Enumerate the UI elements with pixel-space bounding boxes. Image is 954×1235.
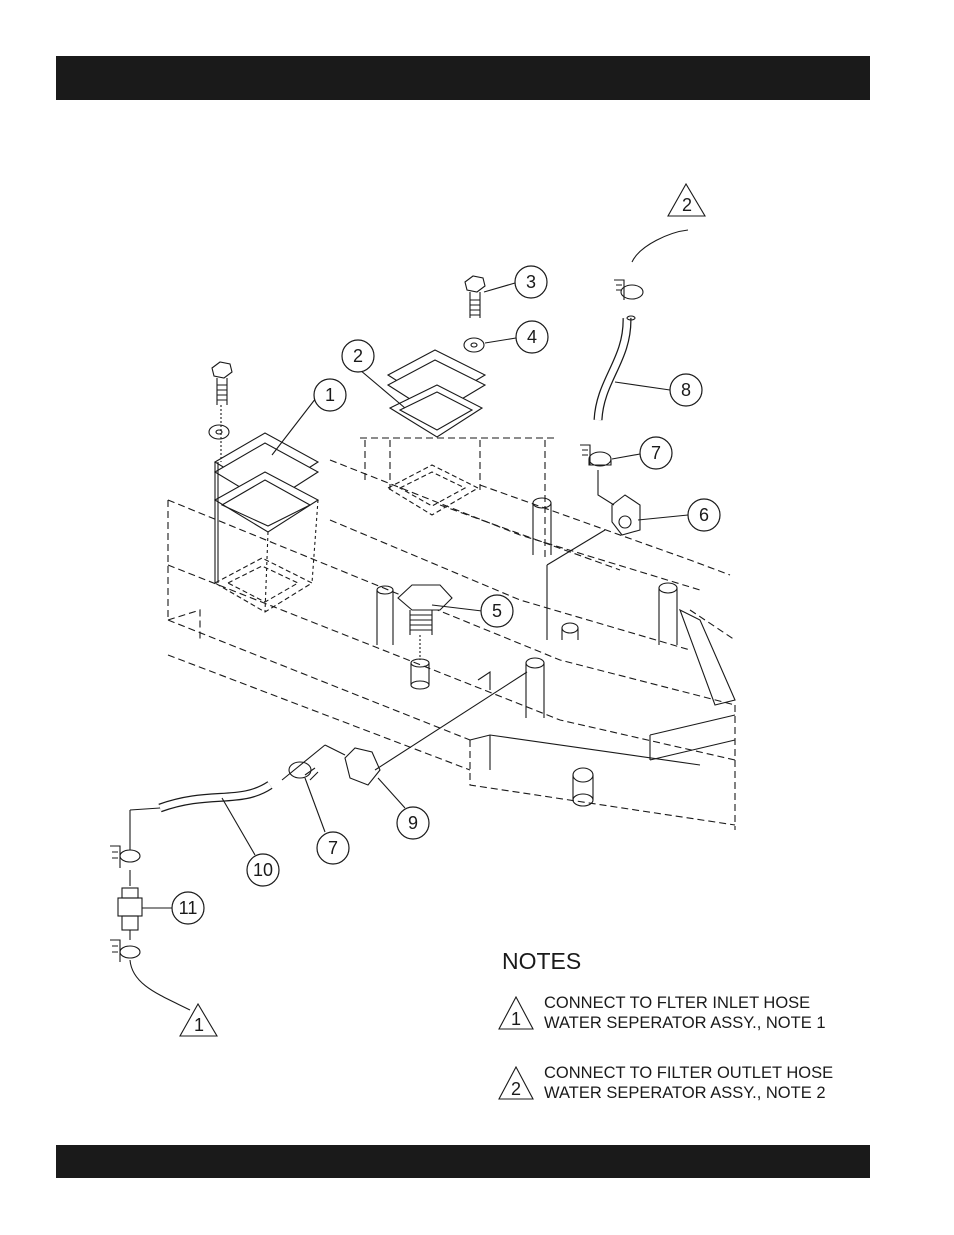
note-text-line-1: CONNECT TO FILTER OUTLET HOSE [544, 1064, 833, 1083]
svg-text:2: 2 [353, 346, 363, 366]
svg-text:2: 2 [511, 1079, 521, 1099]
callout-4: 4 [516, 321, 548, 353]
notes-title: NOTES [502, 948, 581, 975]
callout-11: 11 [172, 892, 204, 924]
elbow-fitting-bottom [325, 672, 527, 785]
triangle-marker-2: 2 [668, 184, 705, 216]
svg-text:6: 6 [699, 505, 709, 525]
note-item: 1 CONNECT TO FLTER INLET HOSE WATER SEPE… [498, 996, 878, 1040]
svg-text:1: 1 [194, 1015, 204, 1035]
hose-inlet [130, 785, 270, 850]
filler-cap [398, 585, 452, 689]
callout-10: 10 [247, 854, 279, 886]
callout-7-bottom: 7 [317, 832, 349, 864]
footer-bar [56, 1145, 870, 1178]
svg-text:11: 11 [179, 898, 198, 918]
callout-2: 2 [342, 340, 374, 372]
callout-5: 5 [481, 595, 513, 627]
svg-text:7: 7 [651, 443, 661, 463]
svg-text:5: 5 [492, 601, 502, 621]
svg-text:2: 2 [682, 195, 692, 215]
note-text-line-2: WATER SEPERATOR ASSY., NOTE 2 [544, 1084, 826, 1103]
svg-text:3: 3 [526, 272, 536, 292]
elbow-fitting-top [547, 470, 640, 640]
note-text-line-2: WATER SEPERATOR ASSY., NOTE 1 [544, 1014, 826, 1033]
lower-frame-tube [470, 610, 735, 825]
note-text-line-1: CONNECT TO FLTER INLET HOSE [544, 994, 810, 1013]
hex-bolt-left [209, 362, 232, 462]
cover-plate-left [215, 433, 318, 612]
callout-7-top: 7 [640, 437, 672, 469]
cover-plate-right [388, 350, 485, 515]
callout-3: 3 [515, 266, 547, 298]
callout-6: 6 [688, 499, 720, 531]
triangle-marker-1: 1 [180, 1004, 217, 1036]
svg-text:10: 10 [253, 860, 273, 880]
hex-bolt-right [464, 276, 485, 352]
svg-text:4: 4 [527, 327, 537, 347]
svg-text:1: 1 [511, 1009, 521, 1029]
svg-text:1: 1 [325, 385, 335, 405]
svg-text:7: 7 [328, 838, 338, 858]
hose-clamp-bottom [282, 745, 325, 780]
note-item: 2 CONNECT TO FILTER OUTLET HOSE WATER SE… [498, 1066, 878, 1110]
svg-text:9: 9 [408, 813, 418, 833]
callout-1: 1 [314, 379, 346, 411]
note-triangle-marker: 1 [498, 996, 534, 1030]
inline-fitting [110, 846, 190, 1010]
callout-8: 8 [670, 374, 702, 406]
callout-9: 9 [397, 807, 429, 839]
note-triangle-marker: 2 [498, 1066, 534, 1100]
svg-text:8: 8 [681, 380, 691, 400]
